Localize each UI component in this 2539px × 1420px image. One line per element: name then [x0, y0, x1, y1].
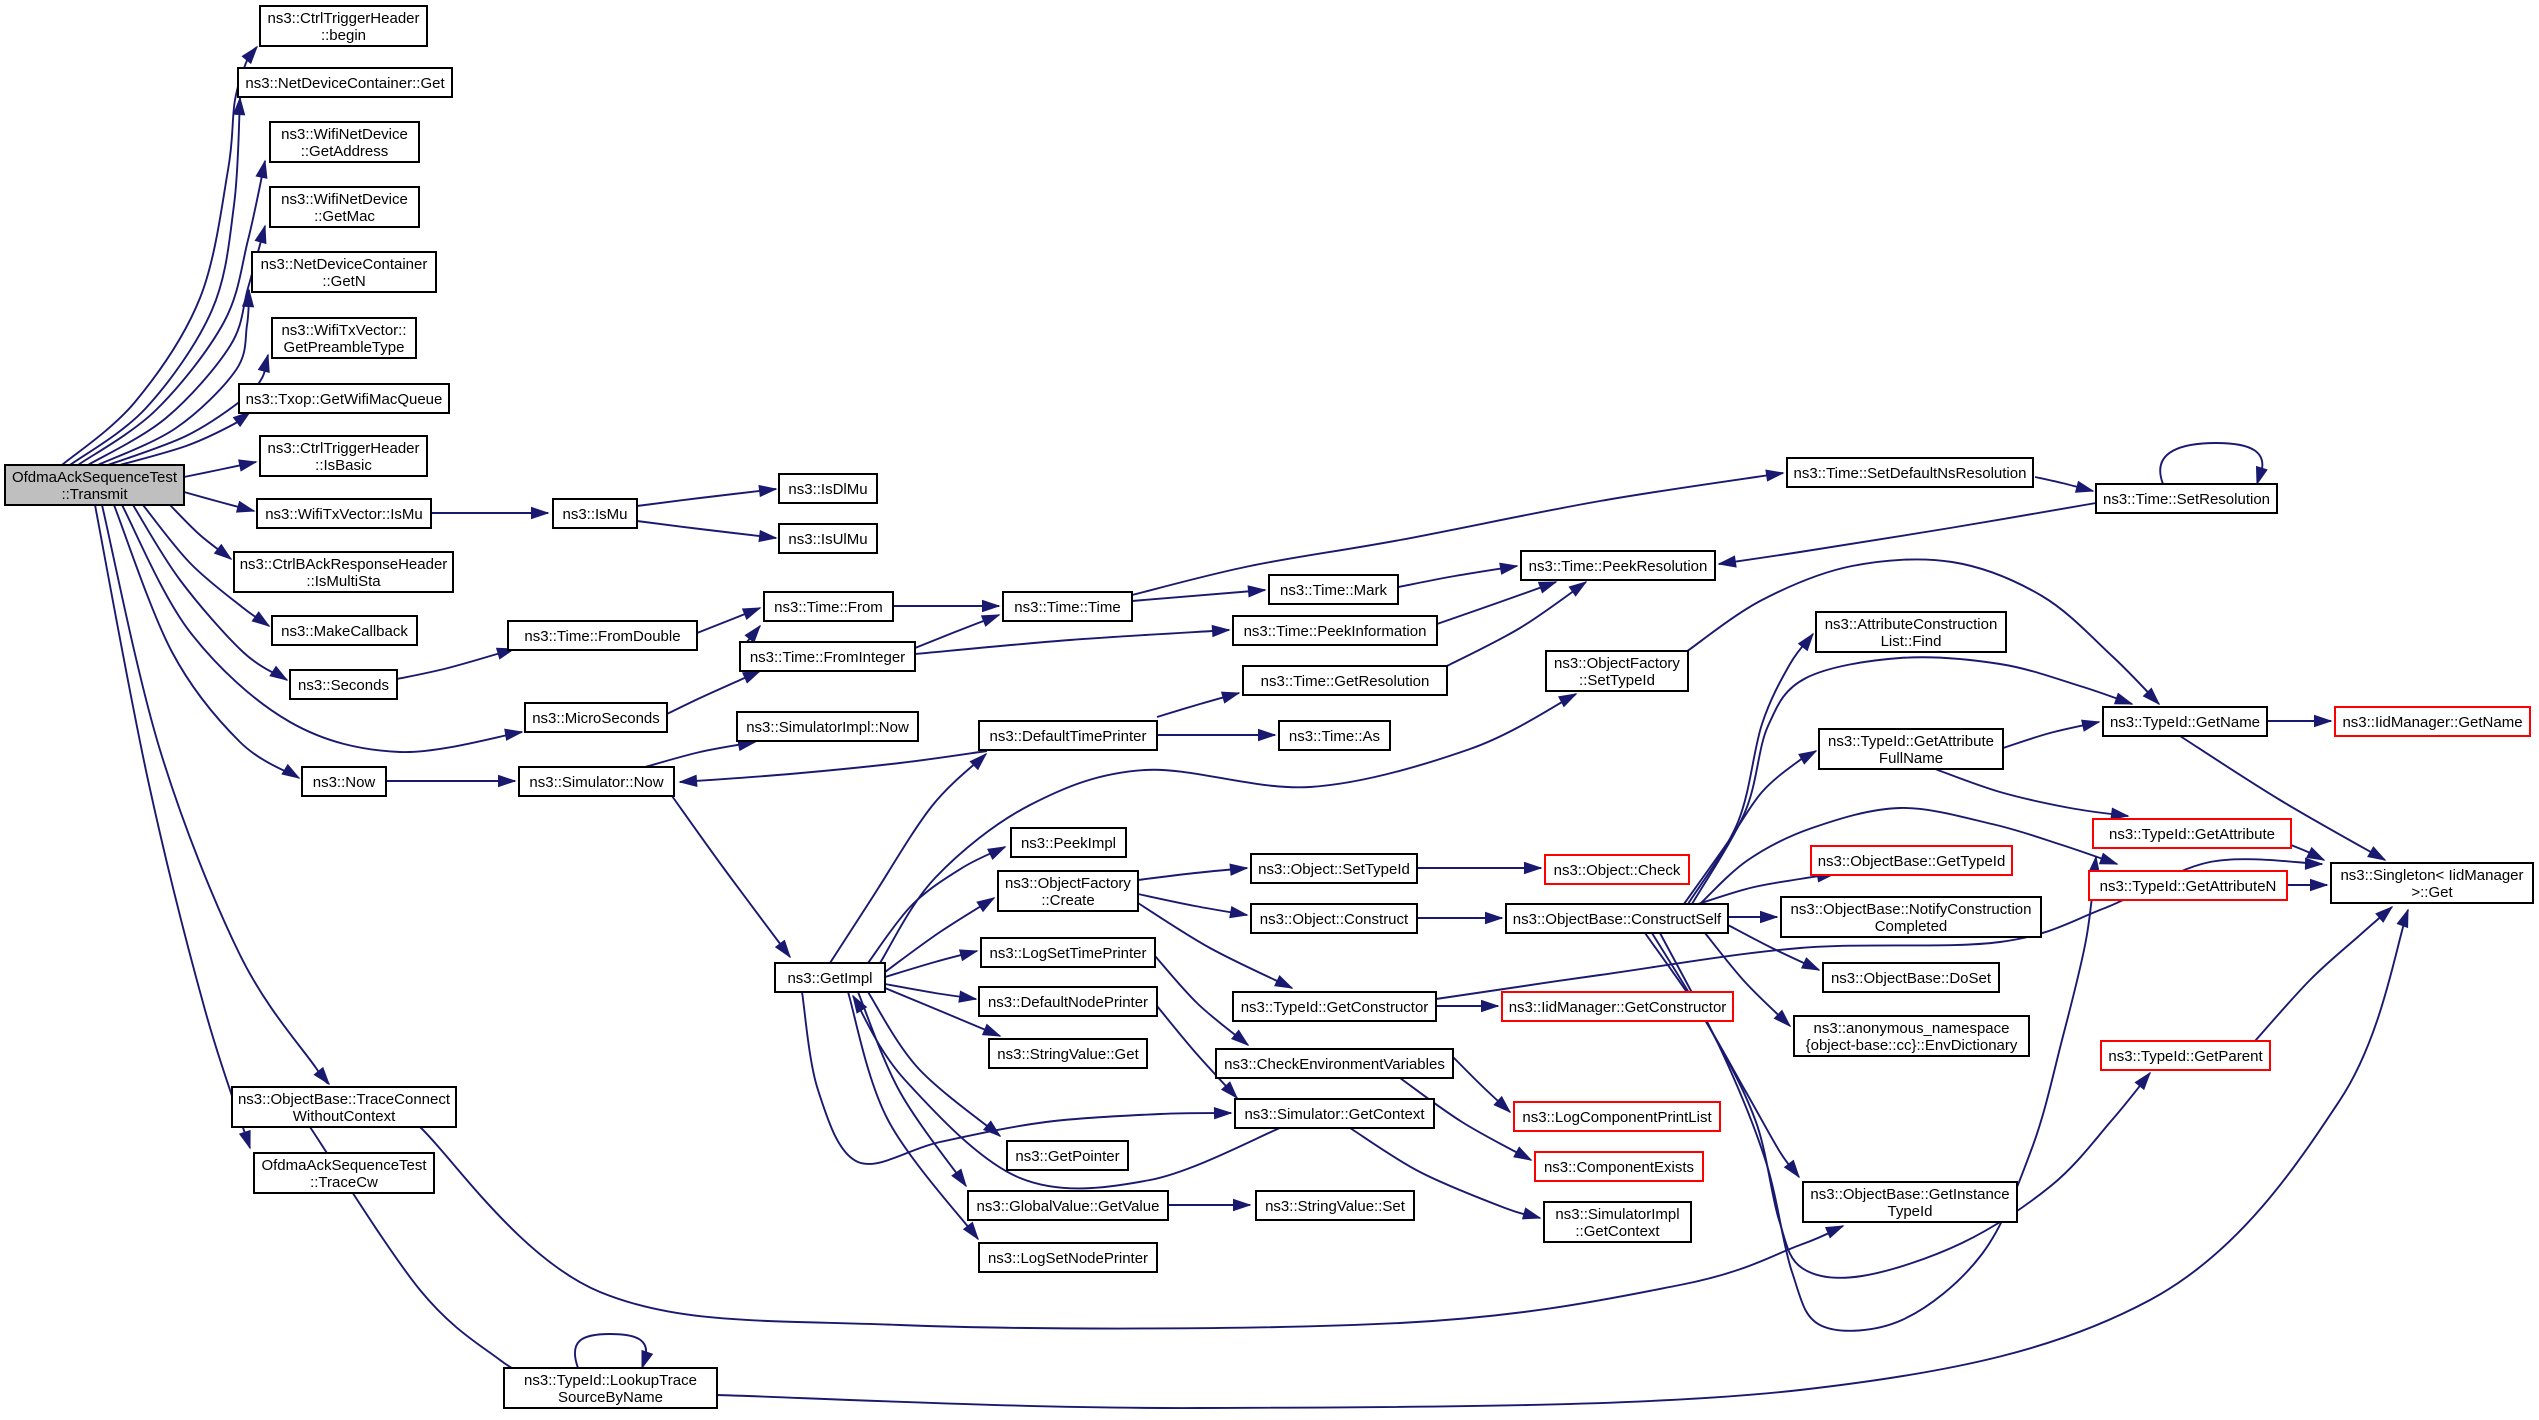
svg-text:ns3::ObjectBase::TraceConnect: ns3::ObjectBase::TraceConnect: [238, 1091, 451, 1108]
svg-text:ns3::WifiNetDevice: ns3::WifiNetDevice: [281, 126, 408, 143]
svg-text:ns3::CtrlTriggerHeader: ns3::CtrlTriggerHeader: [268, 440, 420, 457]
svg-text:ns3::Time::From: ns3::Time::From: [774, 599, 883, 616]
svg-text:ns3::ObjectBase::GetTypeId: ns3::ObjectBase::GetTypeId: [1818, 853, 2006, 870]
svg-text:ns3::CheckEnvironmentVariables: ns3::CheckEnvironmentVariables: [1224, 1056, 1445, 1073]
svg-text:::GetMac: ::GetMac: [314, 208, 375, 225]
svg-text:ns3::IsUlMu: ns3::IsUlMu: [788, 531, 867, 548]
svg-text:ns3::Time::SetResolution: ns3::Time::SetResolution: [2103, 491, 2270, 508]
svg-text:ns3::GetImpl: ns3::GetImpl: [787, 970, 872, 987]
svg-text:ns3::DefaultTimePrinter: ns3::DefaultTimePrinter: [989, 728, 1146, 745]
svg-text:ns3::TypeId::LookupTrace: ns3::TypeId::LookupTrace: [524, 1372, 697, 1389]
svg-text:ns3::Time::As: ns3::Time::As: [1289, 728, 1380, 745]
svg-text:ns3::TypeId::GetAttribute: ns3::TypeId::GetAttribute: [1828, 733, 1994, 750]
svg-text:Completed: Completed: [1875, 918, 1948, 935]
svg-text:TypeId: TypeId: [1887, 1203, 1932, 1220]
svg-text:::begin: ::begin: [321, 27, 366, 44]
svg-text:ns3::IidManager::GetConstructo: ns3::IidManager::GetConstructor: [1509, 999, 1727, 1016]
svg-text:ns3::SimulatorImpl::Now: ns3::SimulatorImpl::Now: [746, 719, 909, 736]
svg-text:OfdmaAckSequenceTest: OfdmaAckSequenceTest: [261, 1157, 427, 1174]
svg-text:::Transmit: ::Transmit: [61, 486, 128, 503]
svg-text:ns3::Time::Mark: ns3::Time::Mark: [1280, 582, 1387, 599]
svg-text:ns3::Singleton< IidManager: ns3::Singleton< IidManager: [2340, 867, 2523, 884]
svg-text:ns3::IidManager::GetName: ns3::IidManager::GetName: [2342, 714, 2522, 731]
svg-text:ns3::ObjectBase::ConstructSelf: ns3::ObjectBase::ConstructSelf: [1513, 911, 1722, 928]
svg-text:ns3::TypeId::GetAttribute: ns3::TypeId::GetAttribute: [2109, 826, 2275, 843]
svg-text:ns3::Seconds: ns3::Seconds: [298, 677, 389, 694]
svg-text:::IsBasic: ::IsBasic: [315, 457, 372, 474]
svg-text:::GetN: ::GetN: [322, 273, 365, 290]
svg-text:::IsMultiSta: ::IsMultiSta: [306, 573, 381, 590]
svg-text:ns3::anonymous_namespace: ns3::anonymous_namespace: [1814, 1020, 2010, 1037]
svg-text:ns3::MakeCallback: ns3::MakeCallback: [281, 623, 408, 640]
svg-text:ns3::TypeId::GetName: ns3::TypeId::GetName: [2110, 714, 2260, 731]
svg-text:ns3::AttributeConstruction: ns3::AttributeConstruction: [1825, 616, 1998, 633]
svg-text:ns3::GlobalValue::GetValue: ns3::GlobalValue::GetValue: [977, 1198, 1160, 1215]
svg-text:ns3::Now: ns3::Now: [313, 774, 376, 791]
svg-text:FullName: FullName: [1879, 750, 1943, 767]
svg-text:ns3::Object::SetTypeId: ns3::Object::SetTypeId: [1258, 861, 1410, 878]
svg-text:List::Find: List::Find: [1881, 633, 1942, 650]
svg-text:ns3::WifiNetDevice: ns3::WifiNetDevice: [281, 191, 408, 208]
svg-text:ns3::LogSetNodePrinter: ns3::LogSetNodePrinter: [988, 1250, 1148, 1267]
svg-text:ns3::ObjectBase::DoSet: ns3::ObjectBase::DoSet: [1831, 970, 1992, 987]
svg-text:ns3::TypeId::GetParent: ns3::TypeId::GetParent: [2108, 1048, 2263, 1065]
svg-text:ns3::DefaultNodePrinter: ns3::DefaultNodePrinter: [988, 994, 1148, 1011]
svg-text:ns3::StringValue::Get: ns3::StringValue::Get: [997, 1046, 1139, 1063]
svg-text:ns3::Time::PeekInformation: ns3::Time::PeekInformation: [1244, 623, 1427, 640]
svg-text:ns3::Simulator::Now: ns3::Simulator::Now: [529, 774, 663, 791]
svg-text:ns3::ObjectFactory: ns3::ObjectFactory: [1005, 875, 1131, 892]
svg-text:ns3::Time::FromDouble: ns3::Time::FromDouble: [524, 628, 680, 645]
svg-text:>::Get: >::Get: [2411, 884, 2453, 901]
svg-text:ns3::TypeId::GetConstructor: ns3::TypeId::GetConstructor: [1241, 999, 1429, 1016]
svg-text:{object-base::cc}::EnvDictiona: {object-base::cc}::EnvDictionary: [1806, 1037, 2018, 1054]
svg-text:::SetTypeId: ::SetTypeId: [1579, 672, 1655, 689]
svg-text:::GetAddress: ::GetAddress: [301, 143, 389, 160]
svg-text:ns3::Time::GetResolution: ns3::Time::GetResolution: [1261, 673, 1430, 690]
svg-text:ns3::NetDeviceContainer::Get: ns3::NetDeviceContainer::Get: [245, 75, 445, 92]
svg-text:ns3::LogComponentPrintList: ns3::LogComponentPrintList: [1522, 1109, 1712, 1126]
svg-text:ns3::IsMu: ns3::IsMu: [562, 506, 627, 523]
svg-text:ns3::WifiTxVector::IsMu: ns3::WifiTxVector::IsMu: [265, 506, 423, 523]
svg-text:ns3::Simulator::GetContext: ns3::Simulator::GetContext: [1244, 1106, 1425, 1123]
svg-text:ns3::Object::Construct: ns3::Object::Construct: [1260, 911, 1409, 928]
svg-text:GetPreambleType: GetPreambleType: [284, 339, 405, 356]
svg-text:ns3::ObjectBase::GetInstance: ns3::ObjectBase::GetInstance: [1810, 1186, 2009, 1203]
svg-text:ns3::Time::FromInteger: ns3::Time::FromInteger: [750, 649, 905, 666]
svg-text:ns3::GetPointer: ns3::GetPointer: [1015, 1148, 1119, 1165]
svg-text:WithoutContext: WithoutContext: [293, 1108, 396, 1125]
svg-text:ns3::StringValue::Set: ns3::StringValue::Set: [1265, 1198, 1406, 1215]
svg-text:ns3::ObjectFactory: ns3::ObjectFactory: [1554, 655, 1680, 672]
svg-text:::GetContext: ::GetContext: [1575, 1223, 1660, 1240]
svg-text:ns3::Time::Time: ns3::Time::Time: [1014, 599, 1120, 616]
svg-text:ns3::Txop::GetWifiMacQueue: ns3::Txop::GetWifiMacQueue: [246, 391, 443, 408]
svg-text:ns3::CtrlBAckResponseHeader: ns3::CtrlBAckResponseHeader: [240, 556, 448, 573]
svg-text:::Create: ::Create: [1041, 892, 1094, 909]
svg-text:ns3::ObjectBase::NotifyConstru: ns3::ObjectBase::NotifyConstruction: [1791, 901, 2032, 918]
svg-text:ns3::WifiTxVector::: ns3::WifiTxVector::: [281, 322, 406, 339]
svg-text:ns3::LogSetTimePrinter: ns3::LogSetTimePrinter: [989, 945, 1146, 962]
svg-text:ns3::CtrlTriggerHeader: ns3::CtrlTriggerHeader: [268, 10, 420, 27]
svg-text:ns3::SimulatorImpl: ns3::SimulatorImpl: [1555, 1206, 1679, 1223]
svg-text:ns3::Object::Check: ns3::Object::Check: [1554, 862, 1681, 879]
svg-text:OfdmaAckSequenceTest: OfdmaAckSequenceTest: [12, 469, 178, 486]
svg-text:ns3::NetDeviceContainer: ns3::NetDeviceContainer: [261, 256, 428, 273]
svg-text:ns3::IsDlMu: ns3::IsDlMu: [788, 481, 867, 498]
svg-text:ns3::Time::PeekResolution: ns3::Time::PeekResolution: [1529, 558, 1708, 575]
svg-text:ns3::TypeId::GetAttributeN: ns3::TypeId::GetAttributeN: [2100, 878, 2277, 895]
svg-text:::TraceCw: ::TraceCw: [310, 1174, 378, 1191]
svg-text:ns3::PeekImpl: ns3::PeekImpl: [1021, 835, 1116, 852]
svg-text:ns3::MicroSeconds: ns3::MicroSeconds: [532, 710, 660, 727]
svg-text:ns3::ComponentExists: ns3::ComponentExists: [1544, 1159, 1694, 1176]
svg-text:SourceByName: SourceByName: [558, 1389, 663, 1406]
svg-text:ns3::Time::SetDefaultNsResolut: ns3::Time::SetDefaultNsResolution: [1794, 465, 2027, 482]
